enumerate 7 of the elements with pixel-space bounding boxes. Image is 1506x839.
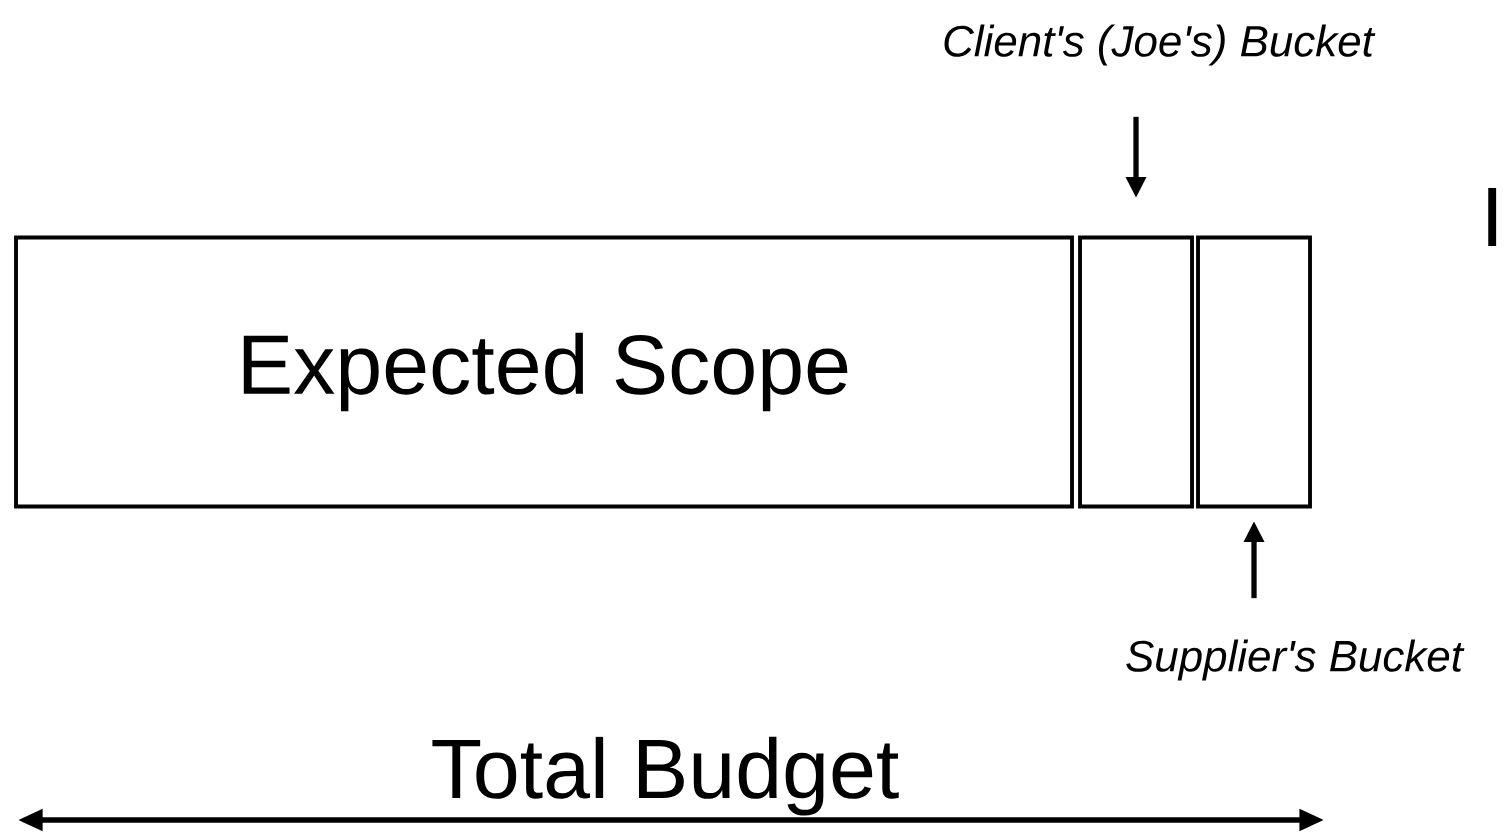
dimension-label: Total Budget xyxy=(432,736,899,816)
bucket-label: Client's (Joe's) Bucket xyxy=(944,24,1376,66)
bucket-box xyxy=(1078,235,1194,509)
scope-box: Expected Scope xyxy=(14,235,1074,509)
bucket-box xyxy=(1196,235,1312,509)
cut-off-text: I xyxy=(1488,187,1497,246)
bucket-label: Supplier's Bucket xyxy=(1126,639,1465,681)
